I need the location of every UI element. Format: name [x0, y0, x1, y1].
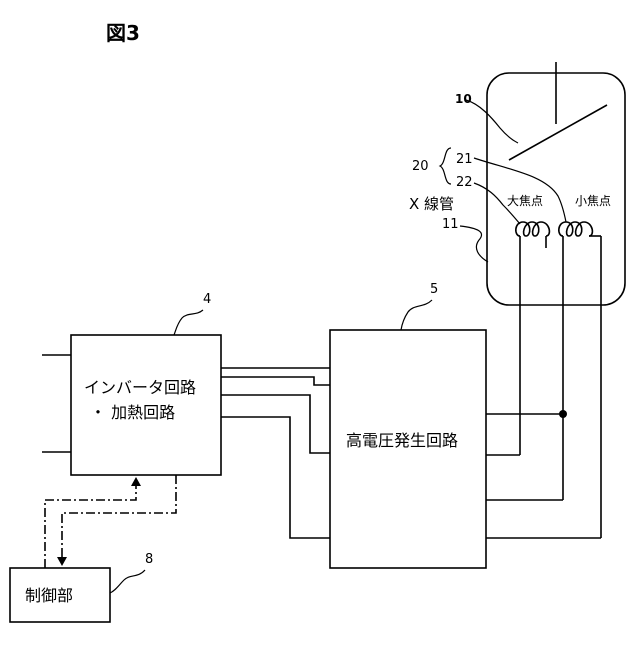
- ref-21: 21: [456, 152, 473, 167]
- xray-tube: 大焦点 小焦点 X 線管 10 20 21 22 11: [409, 62, 625, 538]
- figure-title: 図3: [106, 21, 140, 45]
- inverter-label-line2: ・ 加熱回路: [90, 403, 175, 422]
- arrow-to-inverter: [131, 477, 141, 486]
- hv-label: 高電圧発生回路: [346, 431, 458, 450]
- inverter-to-hv-wires: [221, 368, 330, 538]
- ref-4: 4: [203, 292, 211, 307]
- inverter-label-line1: インバータ回路: [84, 378, 196, 397]
- brace-20: [440, 148, 451, 184]
- label-xray-tube: X 線管: [409, 195, 454, 213]
- leader-10: [466, 100, 518, 143]
- inverter-block: インバータ回路 ・ 加熱回路 4: [42, 292, 221, 475]
- label-large-focus: 大焦点: [507, 194, 543, 208]
- leader-4: [174, 310, 203, 335]
- filament-large-focus: [516, 222, 550, 236]
- ref-11: 11: [442, 217, 459, 232]
- ref-5: 5: [430, 282, 438, 297]
- ref-8: 8: [145, 552, 153, 567]
- arrow-to-control: [57, 557, 67, 566]
- leader-8: [110, 570, 145, 593]
- ref-10: 10: [455, 92, 472, 106]
- leader-5: [401, 300, 432, 330]
- hv-block: 高電圧発生回路 5: [330, 282, 486, 568]
- label-small-focus: 小焦点: [575, 194, 611, 208]
- ref-22: 22: [456, 175, 473, 190]
- leader-11: [460, 226, 488, 262]
- control-block: 制御部 8: [10, 552, 153, 622]
- ref-20: 20: [412, 159, 429, 174]
- control-signal-lines: [45, 475, 176, 568]
- anode-target: [509, 105, 607, 160]
- hv-to-tube-wires: [486, 414, 601, 538]
- control-label: 制御部: [25, 586, 73, 605]
- filament-small-focus: [559, 222, 593, 236]
